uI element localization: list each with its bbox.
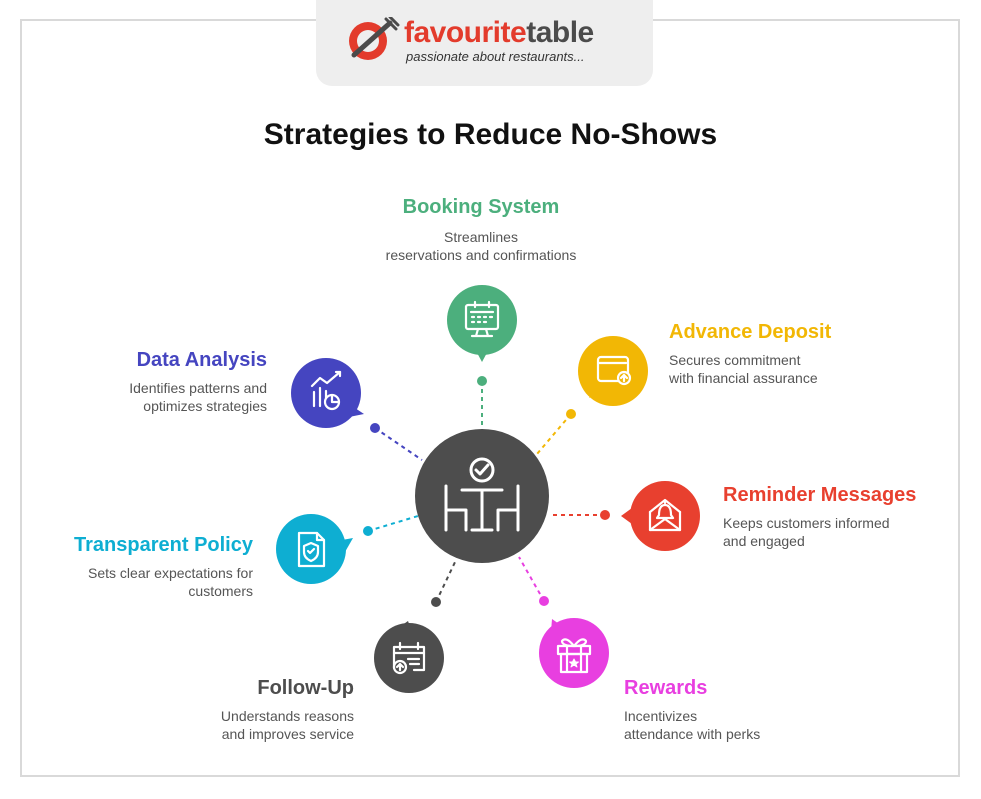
- data-analysis-desc-line2: optimizes strategies: [143, 398, 267, 414]
- connector-rewards: [518, 556, 549, 606]
- booking-system-desc-line1: Streamlines: [444, 229, 518, 245]
- connector-deposit: [536, 409, 576, 455]
- booking-system-desc-line2: reservations and confirmations: [385, 247, 577, 263]
- data-analysis-desc-line1: Identifies patterns and: [129, 380, 267, 396]
- plate-fork-logo-icon: [349, 17, 400, 60]
- reminder-messages-desc-line2: and engaged: [723, 533, 805, 549]
- page-title: Strategies to Reduce No-Shows: [263, 118, 718, 151]
- transparent-policy-desc-line1: Sets clear expectations for: [88, 565, 253, 581]
- calendar-refresh-icon: [392, 641, 426, 675]
- rewards-desc-line1: Incentivizes: [624, 708, 698, 724]
- data-analysis-node: [291, 358, 364, 428]
- rewards-node: [539, 618, 609, 688]
- transparent-policy-node: [276, 514, 353, 584]
- wallet-icon: [596, 355, 632, 386]
- shield-document-icon: [297, 531, 326, 568]
- chart-analysis-icon: [310, 370, 342, 411]
- follow-up-desc-line1: Understands reasons: [220, 708, 354, 724]
- brand-name: favouritetable: [404, 16, 594, 49]
- connector-reminder: [549, 510, 610, 520]
- reminder-messages-node: [621, 481, 700, 551]
- transparent-policy-desc-line2: customers: [188, 583, 253, 599]
- gift-icon: [556, 638, 592, 674]
- follow-up-label: Follow-Up: [257, 677, 354, 699]
- restaurant-table-check-icon: [444, 457, 520, 532]
- data-analysis-label: Data Analysis: [136, 349, 267, 371]
- advance-deposit-node: [578, 336, 648, 406]
- booking-system-node: [447, 285, 517, 362]
- follow-up-desc-line2: and improves service: [221, 726, 354, 742]
- reminder-messages-desc-line1: Keeps customers informed: [723, 515, 890, 531]
- advance-deposit-desc-line1: Secures commitment: [669, 352, 801, 368]
- connector-data: [370, 423, 423, 461]
- booking-system-label: Booking System: [402, 196, 560, 218]
- advance-deposit-desc-line2: with financial assurance: [669, 370, 818, 386]
- connector-followup: [431, 559, 457, 607]
- connector-booking: [477, 376, 487, 432]
- reminder-messages-label: Reminder Messages: [723, 484, 917, 506]
- center-hub: [415, 429, 549, 563]
- rewards-desc-line2: attendance with perks: [624, 726, 761, 742]
- follow-up-node: [374, 621, 444, 693]
- bell-envelope-icon: [648, 498, 682, 532]
- rewards-label: Rewards: [624, 677, 708, 699]
- calendar-monitor-icon: [464, 300, 500, 338]
- connector-policy: [363, 515, 419, 536]
- advance-deposit-label: Advance Deposit: [669, 321, 832, 343]
- transparent-policy-label: Transparent Policy: [74, 534, 253, 556]
- brand-tagline: passionate about restaurants...: [406, 49, 585, 64]
